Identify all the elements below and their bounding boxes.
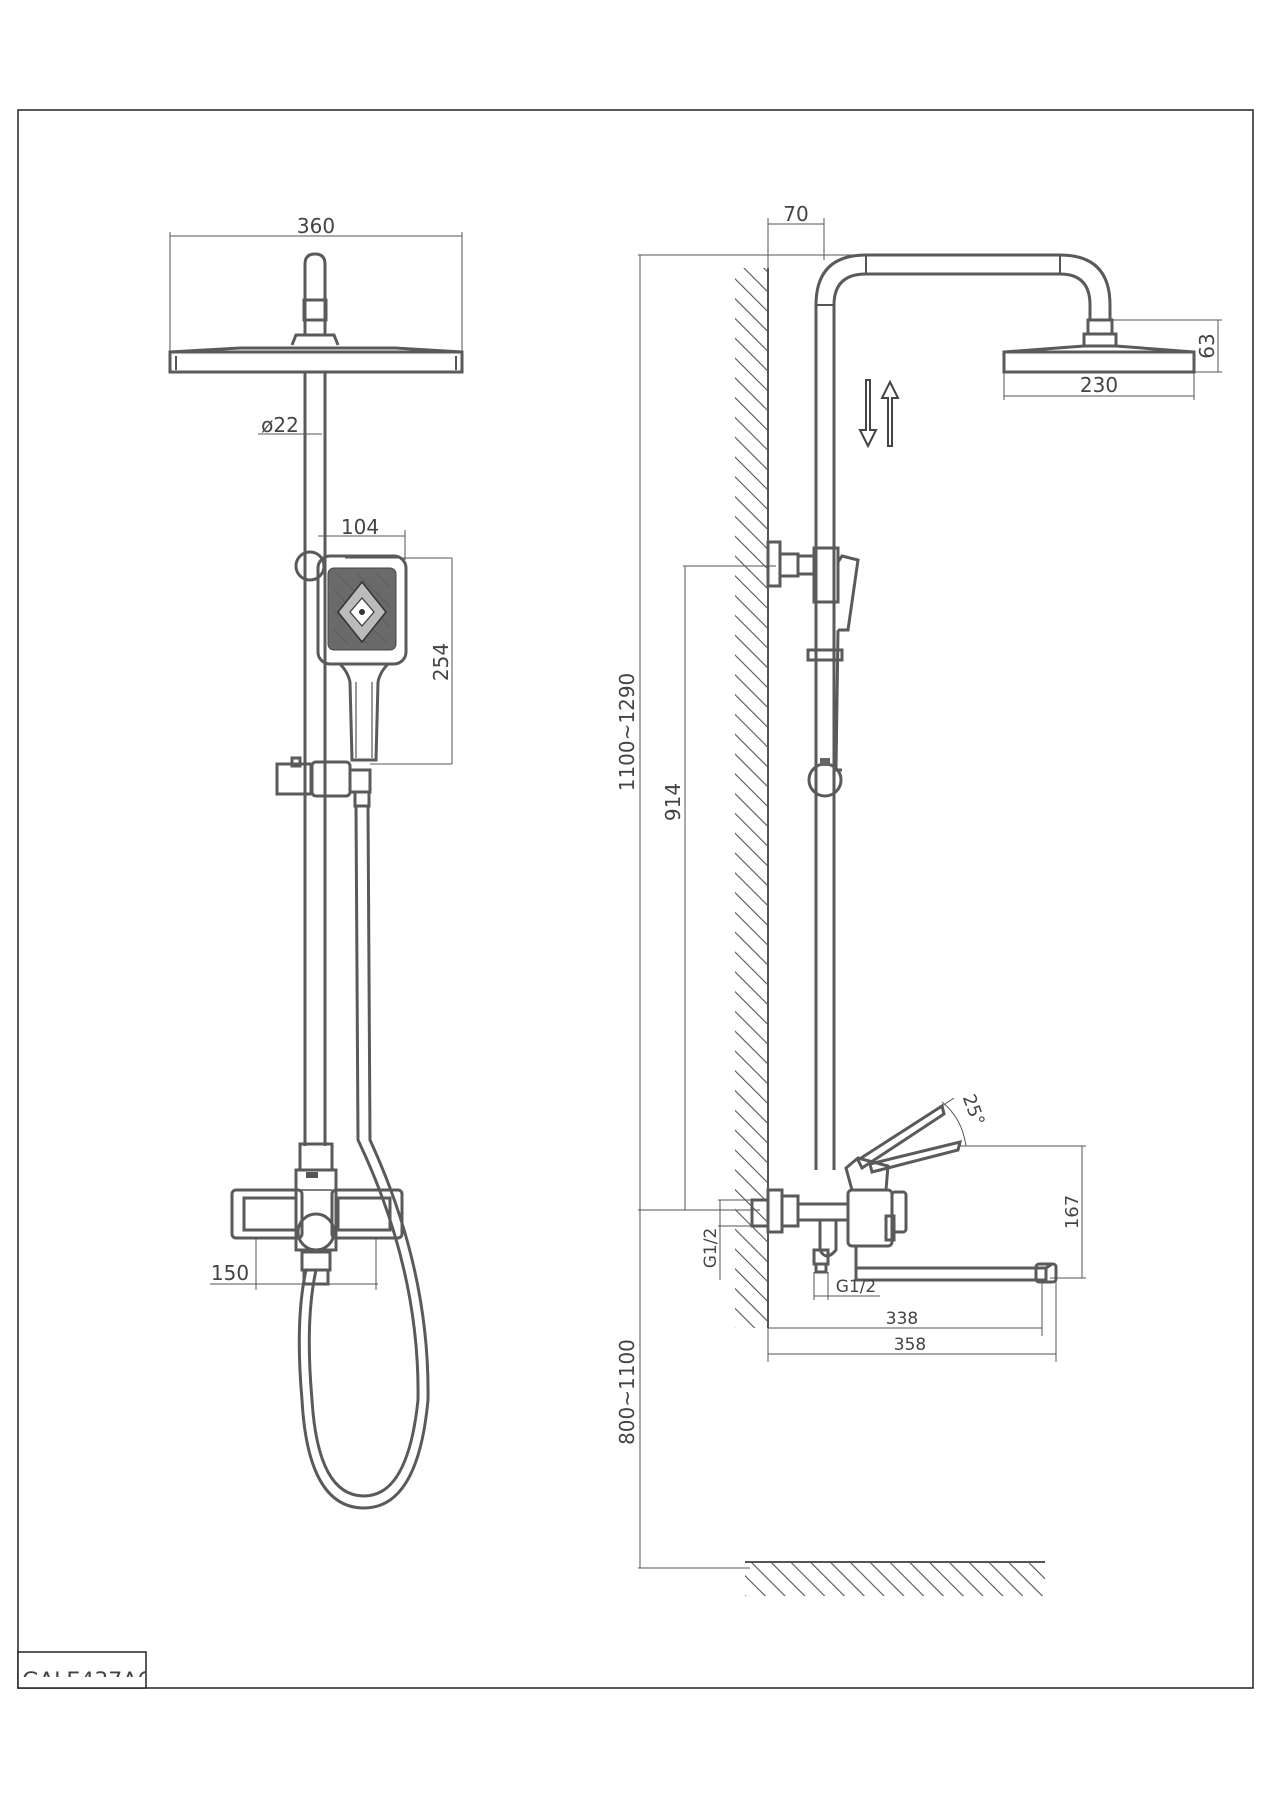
dim-column-range: 1100~1290	[615, 673, 639, 792]
dim-head-diameter: 230	[1080, 373, 1118, 397]
dim-handshower-height: 254	[429, 643, 453, 681]
title-block: GALE437A64	[17, 1651, 165, 1694]
dim-mixer-offset: 150	[211, 1261, 249, 1285]
dim-inlet-left: G1/2	[701, 1228, 721, 1269]
dim-spout-358: 358	[894, 1335, 926, 1355]
slide-arrows-icon	[858, 379, 900, 449]
dim-wall-offset: 70	[783, 202, 808, 226]
dim-spout-338: 338	[886, 1309, 918, 1329]
dim-handshower-width: 104	[341, 515, 379, 539]
dim-lever-angle: 25°	[958, 1092, 989, 1129]
wall-hatch	[735, 268, 769, 1328]
dim-head-height: 63	[1195, 333, 1219, 358]
dim-inlet-bottom: G1/2	[836, 1277, 877, 1297]
dim-head-width: 360	[297, 214, 335, 238]
dim-bar-length: 914	[661, 783, 685, 821]
floor-hatch	[745, 1562, 1045, 1596]
sheet-border	[17, 109, 1254, 1689]
dim-floor-range: 800~1100	[615, 1339, 639, 1445]
dim-mixer-height: 167	[1062, 1195, 1083, 1229]
dim-pipe-diameter: ø22	[261, 413, 299, 437]
model-number: GALE437A64	[22, 1669, 165, 1694]
front-view: 360 ø22 104 254	[168, 214, 464, 1510]
side-view: 70 1100~1290 914 800~1100	[615, 202, 1222, 1596]
